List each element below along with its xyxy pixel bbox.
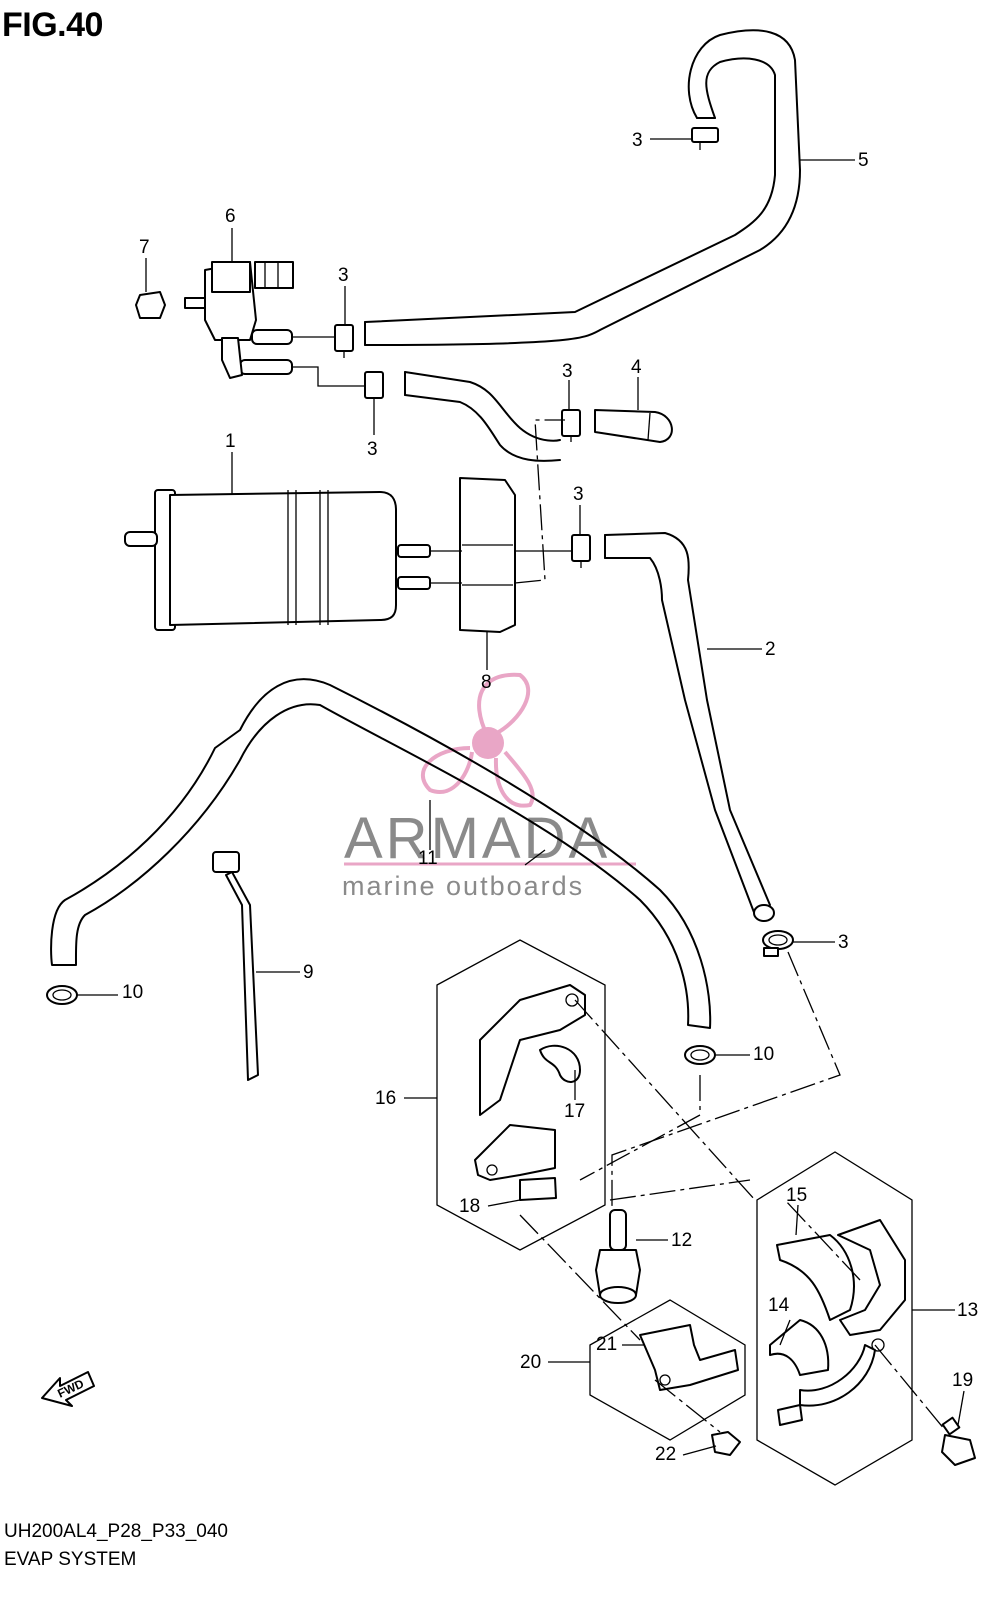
callout-14: 14 <box>768 1295 790 1316</box>
canister-bracket-8 <box>459 477 516 633</box>
diagram-code: UH200AL4_P28_P33_040 <box>4 1521 228 1542</box>
grommet-7 <box>135 291 166 319</box>
callout-3-lower: 3 <box>838 932 849 953</box>
callout-12: 12 <box>671 1230 692 1251</box>
callout-8: 8 <box>481 672 492 693</box>
tie-wrap-9 <box>212 851 259 1081</box>
canister-1 <box>124 489 431 631</box>
purge-valve-6 <box>184 261 294 379</box>
callout-2: 2 <box>765 639 776 660</box>
screw-22 <box>711 1431 741 1456</box>
leader-dash-12-to-clamp <box>611 951 841 1210</box>
callout-17: 17 <box>564 1101 585 1122</box>
watermark-brand: ARMADA <box>344 806 610 871</box>
callout-1: 1 <box>225 431 236 452</box>
callout-13: 13 <box>957 1300 978 1321</box>
callout-6: 6 <box>225 206 236 227</box>
callout-3-hose2: 3 <box>573 484 584 505</box>
callout-22: 22 <box>655 1444 676 1465</box>
watermark-propeller-logo <box>421 672 535 808</box>
watermark-tagline: marine outboards <box>342 871 584 901</box>
hose-11 <box>50 678 712 1029</box>
callout-3-mid: 3 <box>562 361 573 382</box>
callout-20: 20 <box>520 1352 541 1373</box>
callout-3-valve-upper: 3 <box>338 265 349 286</box>
callout-15: 15 <box>786 1185 807 1206</box>
hose-clamp-10-left <box>46 985 78 1005</box>
hose-clip-3-valve-upper <box>334 324 354 358</box>
callout-3-top: 3 <box>632 130 643 151</box>
callout-leaders <box>77 138 965 1456</box>
hose-5 <box>364 29 801 346</box>
callout-16: 16 <box>375 1088 396 1109</box>
fwd-arrow-icon: FWD <box>41 1371 95 1407</box>
hose-mid <box>404 371 561 462</box>
fitting-12 <box>595 1209 641 1304</box>
clamp-half-15 <box>776 1234 855 1321</box>
hose-4 <box>594 409 673 443</box>
hose-clip-3-hose2 <box>571 534 591 568</box>
callout-4: 4 <box>631 357 642 378</box>
callout-9: 9 <box>303 962 314 983</box>
figure-title: FIG.40 <box>2 6 103 44</box>
callout-box-20 <box>589 1299 746 1441</box>
callout-19: 19 <box>952 1370 973 1391</box>
callout-10-right: 10 <box>753 1044 774 1065</box>
callout-11: 11 <box>418 848 438 869</box>
hose-clamp-3-lower <box>762 930 794 957</box>
callout-5: 5 <box>858 150 869 171</box>
hose-clamp-10-right <box>684 1045 716 1065</box>
bracket-16 <box>474 984 586 1181</box>
callout-box-13 <box>756 1151 913 1486</box>
diagram-name: EVAP SYSTEM <box>4 1549 137 1570</box>
clamp-half-17 <box>539 1044 581 1083</box>
callout-10-left: 10 <box>122 982 143 1003</box>
hose-clip-3-top <box>691 127 719 150</box>
callout-box-16 <box>436 939 606 1251</box>
clamp-21 <box>639 1324 739 1391</box>
hose-clip-3-mid <box>561 409 581 442</box>
clamp-half-14 <box>769 1319 830 1376</box>
clamp-bracket-13 <box>777 1219 906 1426</box>
callout-3-valve-lower: 3 <box>367 439 378 460</box>
clip-18 <box>519 1177 557 1201</box>
bolt-19 <box>941 1416 976 1466</box>
callout-21: 21 <box>596 1334 617 1355</box>
callout-18: 18 <box>459 1196 480 1217</box>
hose-2 <box>604 532 775 922</box>
hose-clip-3-valve-lower <box>364 371 384 410</box>
callout-7: 7 <box>139 237 150 258</box>
